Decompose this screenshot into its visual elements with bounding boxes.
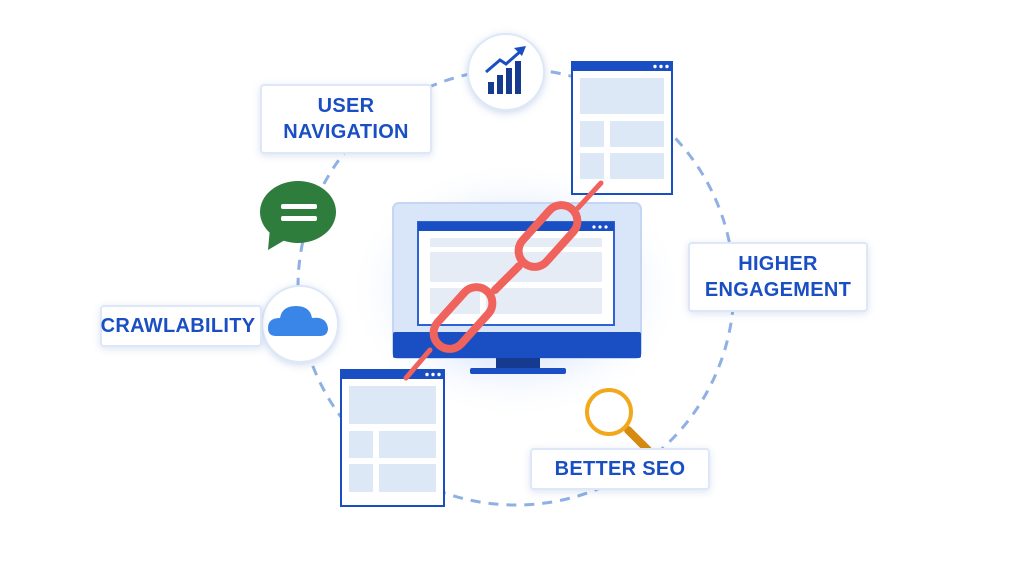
web-page-bottom-left [340,369,445,507]
label-better-seo: BETTER SEO [530,448,710,490]
chain-link-icon [403,180,604,381]
label-user-navigation-line-2: NAVIGATION [283,121,409,143]
label-user-navigation: USER NAVIGATION [260,84,432,154]
label-user-navigation-line-1: USER [317,95,375,117]
label-crawlability-text: CRAWLABILITY [100,315,256,337]
label-higher-engagement-line-2: ENGAGEMENT [704,279,852,301]
label-better-seo-text: BETTER SEO [554,458,686,480]
label-crawlability: CRAWLABILITY [100,305,262,347]
cloud-icon [261,285,339,363]
magnifier-icon [585,388,652,454]
web-page-top-right [571,61,673,195]
growth-chart-icon [467,33,545,111]
chat-bubble-icon [260,181,336,250]
label-higher-engagement: HIGHER ENGAGEMENT [688,242,868,312]
label-higher-engagement-line-1: HIGHER [738,253,818,275]
